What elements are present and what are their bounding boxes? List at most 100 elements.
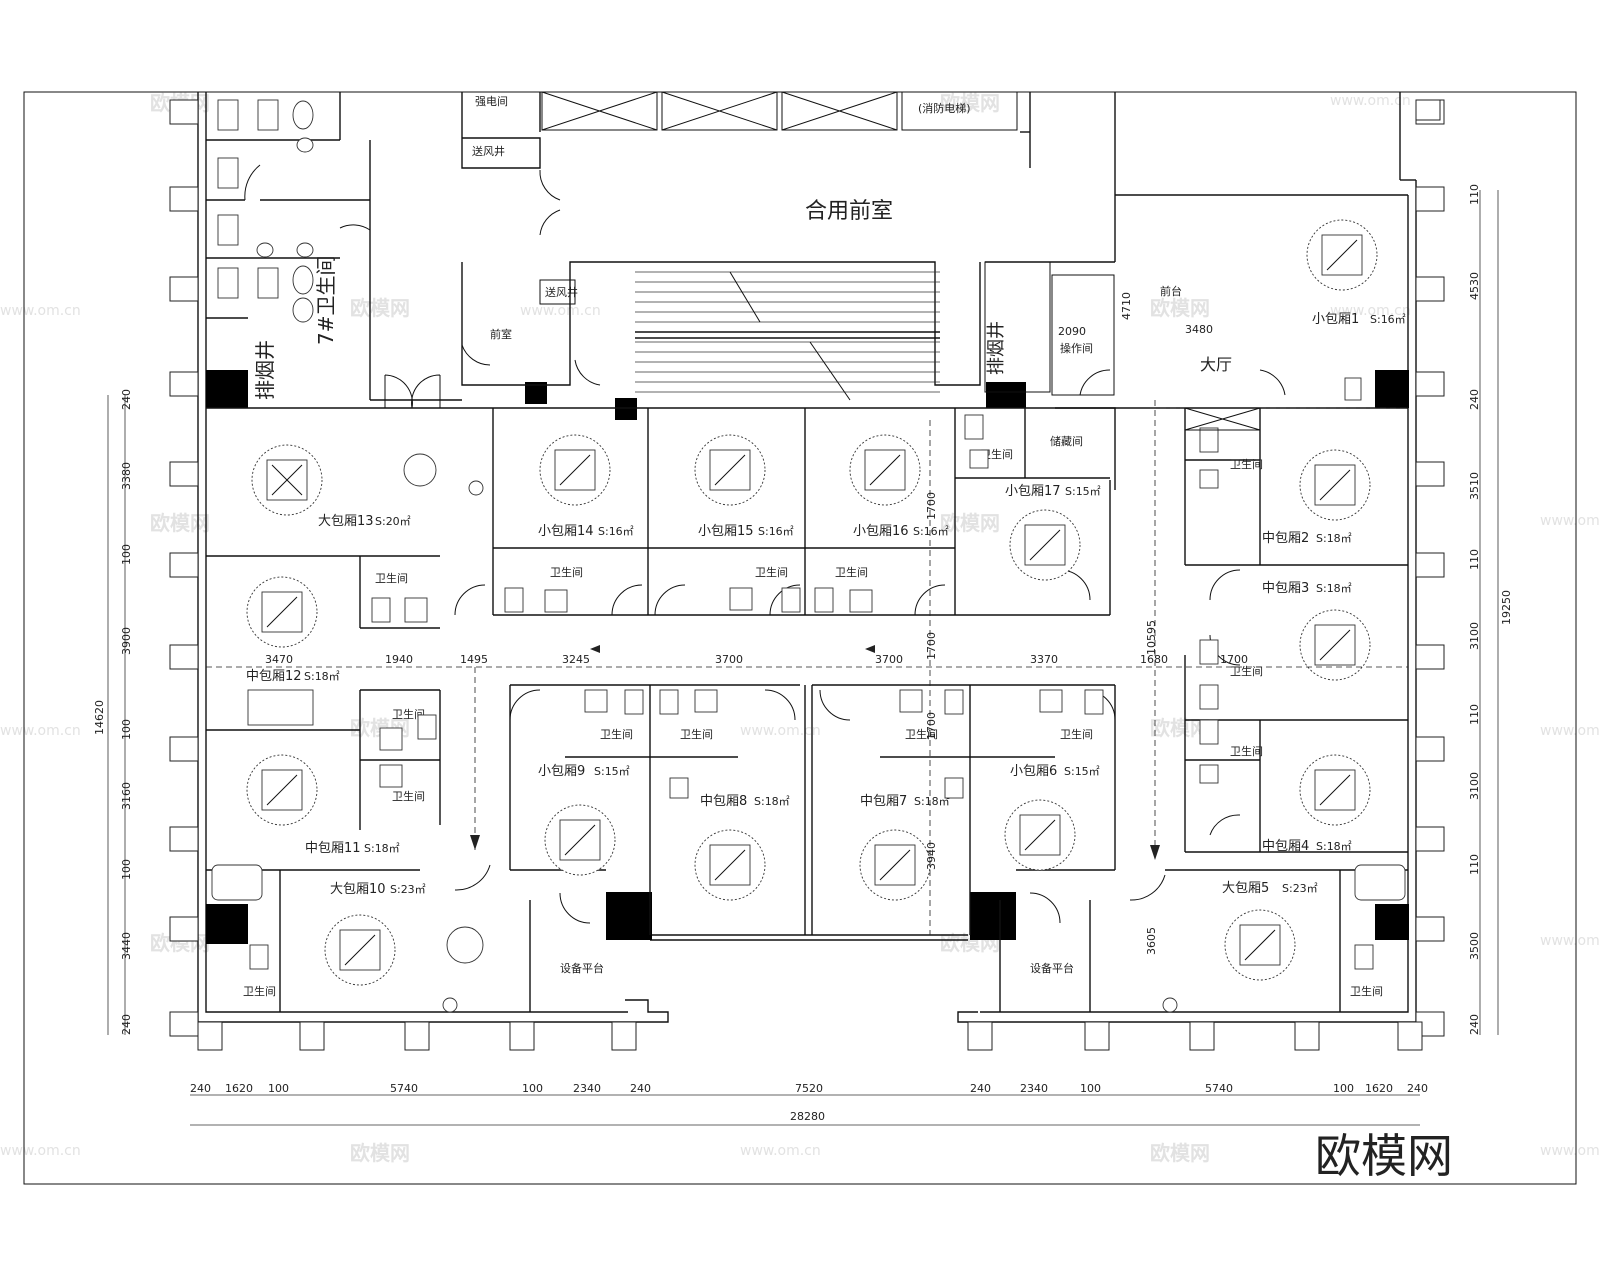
watermark-url: www.om.cn [1330, 303, 1411, 319]
room-label: 大包厢13 [318, 514, 374, 529]
watermark-layer: 欧模网 欧模网 欧模网 欧模网 欧模网 欧模网 欧模网 欧模网 欧模网 欧模网 … [0, 91, 1600, 1165]
table-set [251, 444, 323, 516]
room-area: S:18㎡ [364, 842, 400, 855]
room-label: 设备平台 [1030, 961, 1074, 975]
brand-logo: 欧模网 [1315, 1129, 1453, 1183]
room-area: S:16㎡ [1370, 313, 1406, 326]
room-area: S:15㎡ [1064, 765, 1100, 778]
room-label: 大包厢10 [330, 882, 386, 897]
toilet-fixtures [211, 377, 1406, 970]
dim-text: 110 [1468, 854, 1481, 875]
dim-text: 3500 [1468, 932, 1481, 960]
room-label: 7#卫生间 [314, 256, 338, 345]
north-rooms [206, 408, 1408, 629]
dim-text: 2340 [573, 1082, 601, 1095]
room-area: S:18㎡ [914, 795, 950, 808]
table-set [246, 754, 318, 826]
dim-text: 1940 [385, 653, 413, 666]
watermark-url: www.om.cn [1540, 723, 1600, 739]
dim-text: 3480 [1185, 323, 1213, 336]
dim-text: 3940 [925, 842, 938, 870]
corridor-dimensions: 3470 1940 1495 3245 3700 3700 3370 1680 … [265, 292, 1248, 955]
room-label: 卫生间 [1230, 664, 1263, 678]
room-label: 小包厢1 [1312, 312, 1359, 327]
watermark: 欧模网 [1150, 296, 1210, 320]
dimension-lines [107, 190, 1499, 1126]
room-label: 卫生间 [1350, 984, 1383, 998]
watermark: 欧模网 [1150, 1141, 1210, 1165]
room-labels: 合用前室 大包厢13 S:20㎡ 小包厢14 S:16㎡ 小包厢15 S:16㎡… [243, 95, 1406, 998]
table-set [694, 434, 766, 506]
dim-text: 3370 [1030, 653, 1058, 666]
dim-text: 110 [1468, 549, 1481, 570]
dim-text: 4530 [1468, 272, 1481, 300]
dim-text: 1620 [1365, 1082, 1393, 1095]
room-label: 卫生间 [1230, 457, 1263, 471]
room-label: 卫生间 [600, 727, 633, 741]
room-area: S:15㎡ [1065, 485, 1101, 498]
dim-text: 5740 [1205, 1082, 1233, 1095]
room-label: 送风井 [545, 285, 578, 299]
structural-columns [206, 370, 1409, 944]
dim-text: 240 [120, 1014, 133, 1035]
dim-text: 7520 [795, 1082, 823, 1095]
watermark-url: www.om.cn [740, 1143, 821, 1159]
room-label: 前台 [1160, 284, 1182, 298]
room-label: 中包厢7 [860, 794, 907, 809]
dim-text: 3900 [120, 627, 133, 655]
room-label: 储藏间 [1050, 434, 1083, 448]
room-label: 卫生间 [243, 984, 276, 998]
dim-total: 28280 [790, 1110, 825, 1123]
room-label: 中包厢8 [700, 794, 747, 809]
room-label: 中包厢12 [246, 669, 302, 684]
watermark-url: www.om.cn [1540, 513, 1600, 529]
table-set [246, 576, 318, 648]
watermark-url: www.om.cn [0, 1143, 81, 1159]
page-title: 合用前室 [805, 199, 893, 224]
dim-text: 240 [190, 1082, 211, 1095]
dim-text: 100 [522, 1082, 543, 1095]
dim-text: 4710 [1120, 292, 1133, 320]
dim-text: 240 [970, 1082, 991, 1095]
room-area: S:16㎡ [758, 525, 794, 538]
dim-text: 1495 [460, 653, 488, 666]
pilasters [169, 99, 1445, 1051]
dim-text: 3100 [1468, 772, 1481, 800]
core-area [461, 91, 1116, 490]
room-label: 小包厢9 [538, 764, 585, 779]
right-dimensions: 110 4530 240 3510 110 3100 110 3100 110 … [1468, 184, 1513, 1035]
room-label: 卫生间 [392, 789, 425, 803]
dim-text: 3160 [120, 782, 133, 810]
room-label: 小包厢14 [538, 524, 594, 539]
dim-text: 1680 [1140, 653, 1168, 666]
dim-text: 100 [1080, 1082, 1101, 1095]
dim-text: 3700 [715, 653, 743, 666]
table-set [324, 914, 396, 986]
dim-text: 1620 [225, 1082, 253, 1095]
dim-text: 240 [1468, 389, 1481, 410]
table-set [1224, 909, 1296, 981]
table-set [1299, 609, 1371, 681]
watermark: 欧模网 [350, 1141, 410, 1165]
room-label: 卫生间 [392, 707, 425, 721]
room-label: 卫生间 [835, 565, 868, 579]
doors [454, 169, 1286, 924]
room-label: 小包厢16 [853, 524, 909, 539]
dim-total: 19250 [1500, 590, 1513, 625]
room-area: S:20㎡ [375, 515, 411, 528]
bottom-dimensions: 240 1620 100 5740 100 2340 240 7520 240 … [190, 1082, 1428, 1123]
table-set [544, 804, 616, 876]
room-area: S:16㎡ [598, 525, 634, 538]
watermark-url: www.om.cn [520, 303, 601, 319]
dim-text: 3470 [265, 653, 293, 666]
watermark-url: www.om.cn [1330, 93, 1411, 109]
watermark: 欧模网 [150, 511, 210, 535]
dim-text: 100 [120, 859, 133, 880]
room-label: 卫生间 [905, 727, 938, 741]
watermark: 欧模网 [940, 91, 1000, 115]
room-label: 送风井 [472, 144, 505, 158]
dim-text: 3605 [1145, 927, 1158, 955]
dim-text: 240 [1468, 1014, 1481, 1035]
room-area: S:23㎡ [390, 883, 426, 896]
room-label: 卫生间 [550, 565, 583, 579]
